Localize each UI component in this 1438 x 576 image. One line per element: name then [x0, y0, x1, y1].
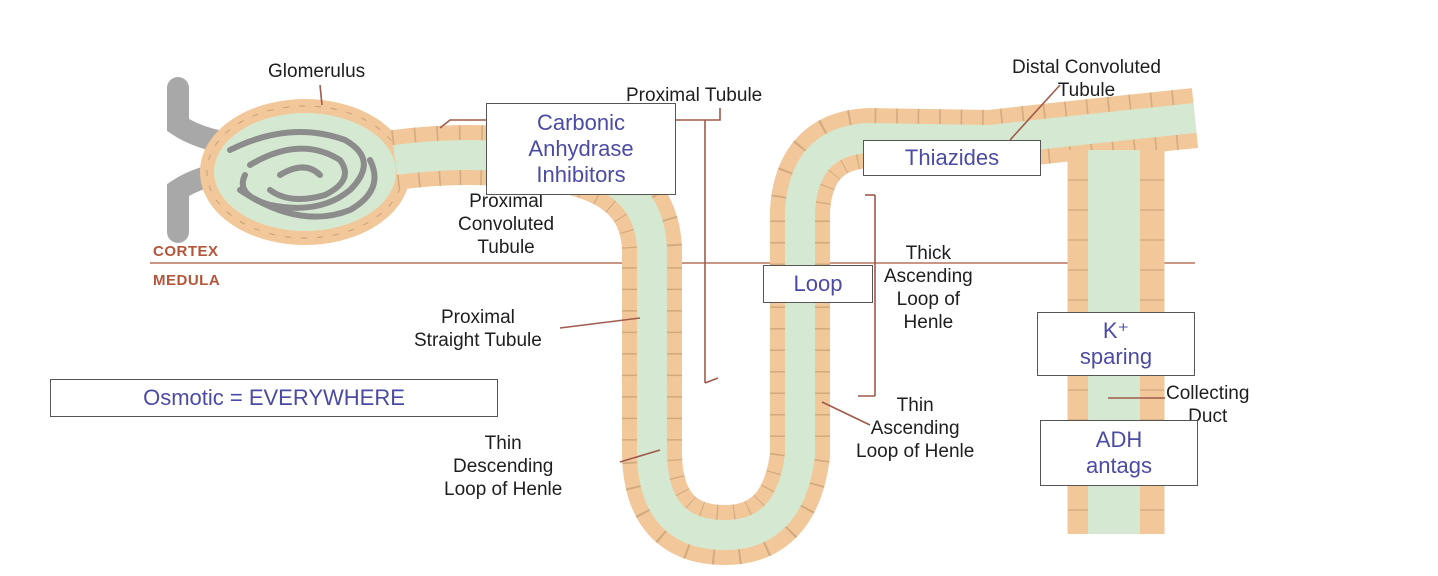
thin-asc-line-1: Thin: [896, 395, 934, 416]
thick-line-3: Loop of: [896, 289, 961, 310]
pct-line-3: Tubule: [477, 237, 535, 258]
thin-desc-line-1: Thin: [484, 433, 522, 454]
k-sparing-box: K⁺ sparing: [1037, 312, 1195, 376]
carbonic-line-3: Inhibitors: [536, 162, 626, 187]
collecting-line-1: Collecting: [1166, 383, 1250, 404]
proximal-tubule-label: Proximal Tubule: [626, 85, 763, 106]
osmotic-everywhere-box: Osmotic = EVERYWHERE: [50, 379, 498, 417]
loop-box: Loop: [763, 265, 873, 303]
thiazides-box: Thiazides: [863, 140, 1041, 176]
carbonic-line-2: Anhydrase: [528, 136, 634, 161]
pct-line-2: Convoluted: [458, 214, 555, 235]
thin-asc-line-2: Ascending: [870, 418, 960, 439]
thin-desc-line-2: Descending: [452, 456, 554, 477]
pointer-lines: [319, 84, 1165, 463]
thin-asc-line-3: Loop of Henle: [856, 441, 975, 462]
thin-desc-line-3: Loop of Henle: [444, 479, 563, 500]
adh-line-1: ADH: [1095, 427, 1143, 452]
thin-ascending-loop-label: Thin Ascending Loop of Henle: [856, 394, 974, 463]
distal-convoluted-tubule-label: Distal Convoluted Tubule: [1012, 56, 1161, 102]
distal-convoluted-line-1: Distal Convoluted: [1012, 57, 1161, 78]
k-sparing-line-2: sparing: [1079, 344, 1153, 369]
proximal-straight-tubule-label: Proximal Straight Tubule: [414, 306, 542, 352]
thick-line-1: Thick: [905, 243, 952, 264]
adh-line-2: antags: [1085, 453, 1153, 478]
pct-line-1: Proximal: [469, 191, 544, 212]
adh-antagonists-box: ADH antags: [1040, 420, 1198, 486]
carbonic-anhydrase-inhibitors-box: Carbonic Anhydrase Inhibitors: [486, 103, 676, 195]
glomerulus-tuft: [227, 129, 378, 220]
cortex-label: CORTEX: [153, 243, 219, 260]
pst-line-2: Straight Tubule: [414, 330, 542, 351]
medula-label: MEDULA: [153, 272, 221, 289]
thick-line-2: Ascending: [884, 266, 973, 287]
distal-convoluted-line-2: Tubule: [1057, 80, 1116, 101]
pst-line-1: Proximal: [440, 307, 515, 328]
proximal-convoluted-tubule-label: Proximal Convoluted Tubule: [458, 190, 554, 259]
thick-line-4: Henle: [903, 312, 954, 333]
k-sparing-line-1: K⁺: [1102, 318, 1130, 343]
thin-descending-loop-label: Thin Descending Loop of Henle: [444, 432, 562, 501]
thick-ascending-loop-label: Thick Ascending Loop of Henle: [884, 242, 973, 334]
carbonic-line-1: Carbonic: [536, 110, 626, 135]
glomerulus-label: Glomerulus: [268, 61, 366, 82]
